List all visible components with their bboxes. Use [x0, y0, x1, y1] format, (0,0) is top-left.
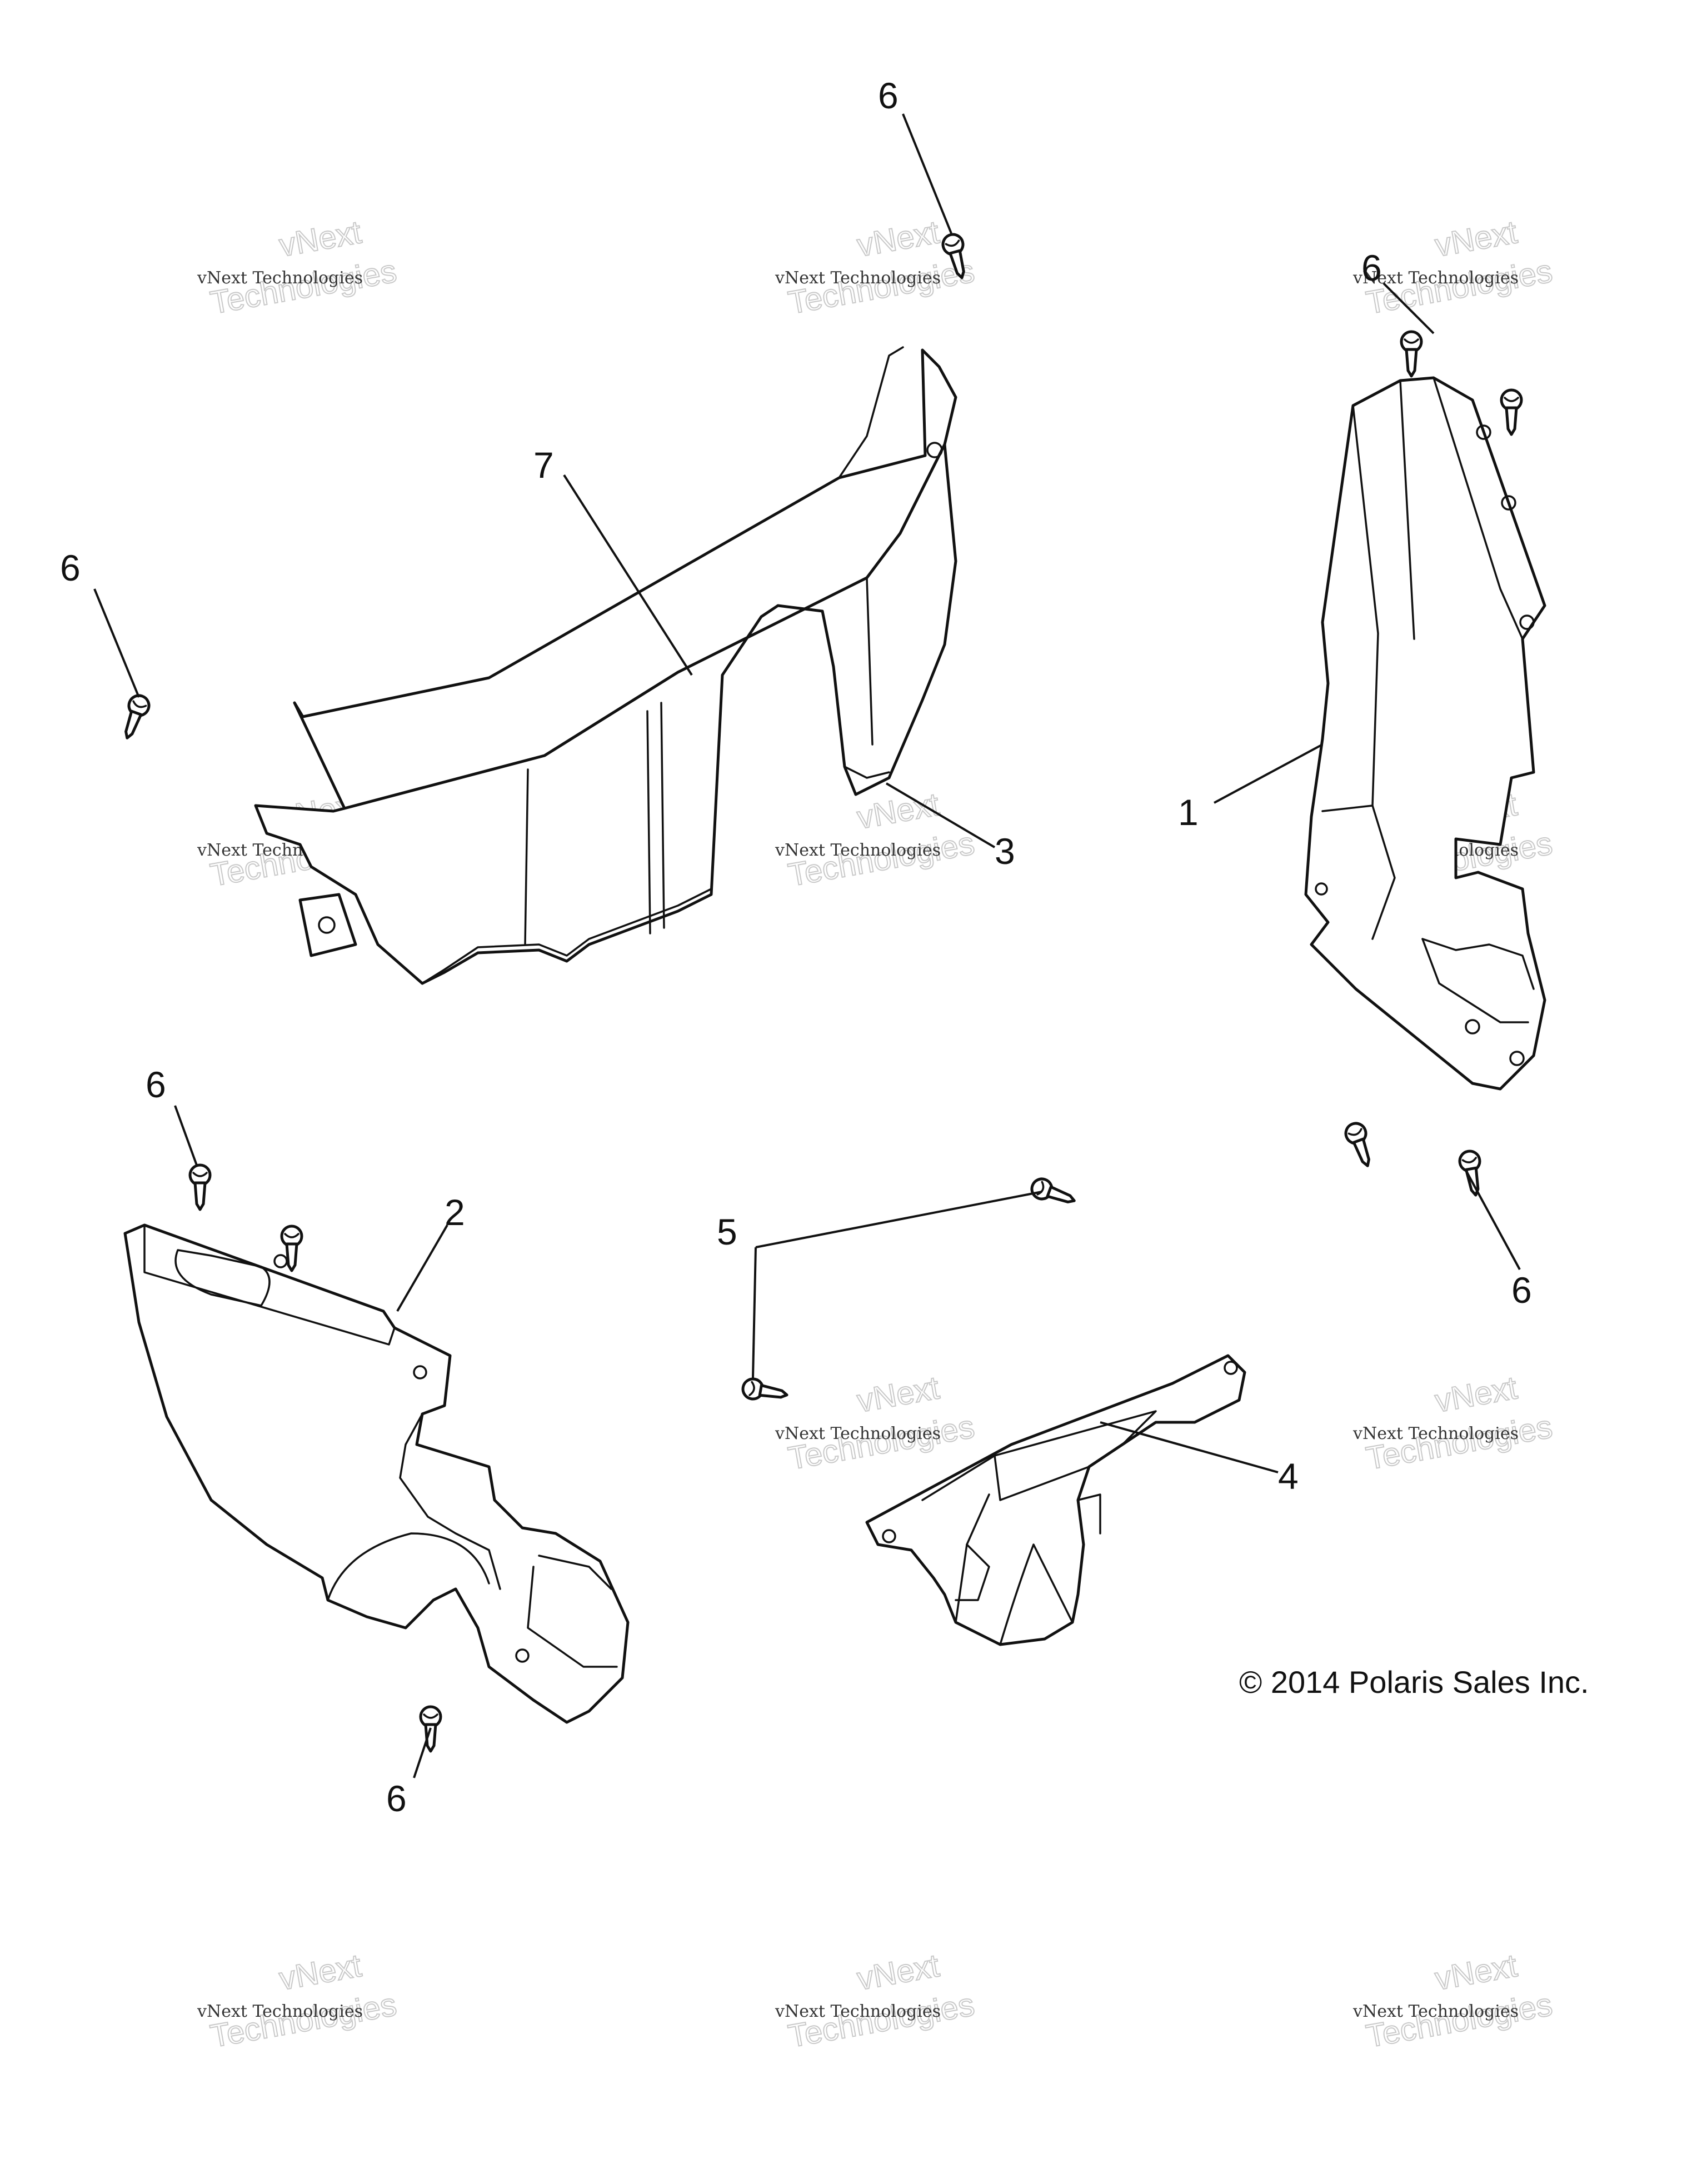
push-rivet-icon [741, 1377, 788, 1405]
callout-3: 3 [995, 831, 1015, 872]
callout-4: 4 [1278, 1456, 1299, 1497]
push-rivet-icon [1501, 390, 1521, 434]
callout-6-top: 6 [878, 75, 899, 116]
callout-6-right: 6 [1511, 1270, 1532, 1311]
part-2-left-shroud [123, 1223, 630, 1724]
callout-1: 1 [1178, 792, 1199, 833]
push-rivet-icon [282, 1226, 302, 1271]
callout-labels: 6 6 6 7 3 1 6 2 5 6 4 6 [60, 75, 1532, 1819]
push-rivet-icon [118, 693, 152, 741]
part-1-right-shroud [1304, 376, 1546, 1091]
push-rivet-icon [190, 1165, 210, 1210]
callout-6-left: 6 [60, 547, 81, 588]
callout-2: 2 [445, 1192, 465, 1233]
callout-7: 7 [533, 444, 554, 486]
leader-lines [93, 113, 1521, 1778]
part-4-lower-duct [865, 1354, 1246, 1646]
callout-6-mid-left: 6 [146, 1064, 166, 1105]
push-rivet-icon [1343, 1121, 1377, 1169]
push-rivet-icon [1458, 1150, 1485, 1197]
part-7-top-panel [254, 346, 957, 985]
copyright-notice: © 2014 Polaris Sales Inc. [1239, 1665, 1589, 1700]
callout-6-bottom: 6 [386, 1778, 407, 1819]
callout-6-top-right: 6 [1361, 247, 1382, 288]
callout-5: 5 [717, 1211, 737, 1252]
push-rivet-icon [1401, 332, 1421, 376]
